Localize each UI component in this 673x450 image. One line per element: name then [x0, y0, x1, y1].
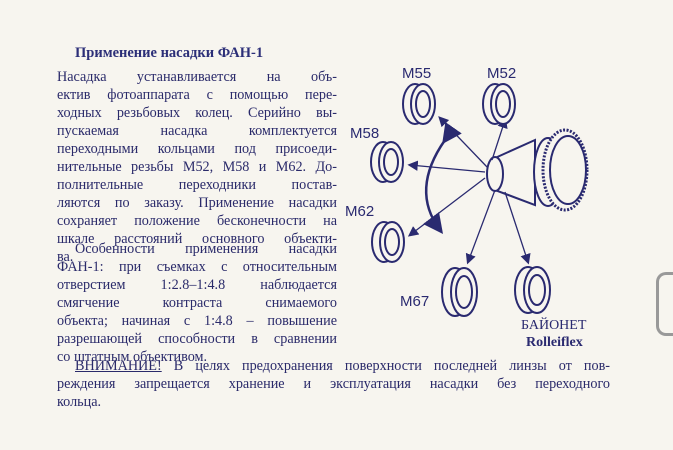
text-line: отверстием 1:2.8–1:4.8 наблюдается: [57, 277, 337, 293]
label-m55: М55: [402, 65, 431, 82]
ring-m58-icon: [370, 141, 404, 183]
binding-ring: [656, 272, 673, 336]
text-line: переходными кольцами под присоеди-: [57, 141, 337, 157]
label-m52: М52: [487, 65, 516, 82]
text-line: нительные резьбы М52, М58 и М62. До-: [57, 159, 337, 175]
label-m62: М62: [345, 203, 374, 220]
label-m67: М67: [400, 293, 429, 310]
text-line: кольца.: [57, 394, 102, 410]
ring-m62-icon: [371, 221, 405, 263]
text-line: сохраняет положение бесконечности на: [57, 213, 337, 229]
text-line: ва.: [57, 249, 74, 265]
text-line: Насадка устанавливается на объ-: [57, 69, 337, 85]
ring-m52-icon: [482, 83, 516, 125]
text-line: со штатным объективом.: [57, 349, 208, 365]
section-title: Применение насадки ФАН-1: [75, 45, 264, 61]
arrows: [407, 116, 531, 265]
text-line: разрешающей способности в сравнении: [57, 331, 337, 347]
label-m58: М58: [350, 125, 379, 142]
ring-bayonet-icon: [514, 266, 551, 314]
paragraph-2: Особенности применения насадки ФАН-1: пр…: [57, 240, 337, 366]
label-rolleiflex: Rolleiflex: [526, 335, 583, 350]
text-line: смягчение контраста снимаемого: [57, 295, 337, 311]
text-line: реждения запрещается хранение и эксплуат…: [57, 376, 610, 392]
paragraph-1: Насадка устанавливается на объ- ектив фо…: [57, 68, 337, 266]
text-line: ляются по заказу. Применение насадки: [57, 195, 337, 211]
warning-paragraph: ВНИМАНИЕ! В целях предохранения поверхно…: [57, 357, 610, 411]
text-line: ФАН-1: при съемках с относительным: [57, 259, 337, 275]
warning-label: ВНИМАНИЕ!: [75, 358, 162, 374]
warning-text: В целях предохранения поверхности послед…: [161, 358, 610, 374]
label-bayonet: БАЙОНЕТ: [521, 316, 587, 333]
text-line: пускаемая насадка комплектуется: [57, 123, 337, 139]
text-line: ходных резьбовых колец. Серийно вы-: [57, 105, 337, 121]
text-line: ектив фотоаппарата с помощью пере-: [57, 87, 337, 103]
rotation-arrow-icon: [423, 121, 462, 235]
text-line: объекта; начиная с 1:4.8 – повышение: [57, 313, 337, 329]
text-line: полнительные переходники постав-: [57, 177, 337, 193]
text-line: шкале расстояний основного объекти-: [57, 231, 337, 247]
ring-m55-icon: [402, 83, 436, 125]
ring-m67-icon: [441, 267, 478, 317]
text-line: Особенности применения насадки: [75, 241, 337, 257]
warning-line: ВНИМАНИЕ! В целях предохранения поверхно…: [75, 357, 610, 375]
lens-attachment-icon: [486, 128, 589, 212]
